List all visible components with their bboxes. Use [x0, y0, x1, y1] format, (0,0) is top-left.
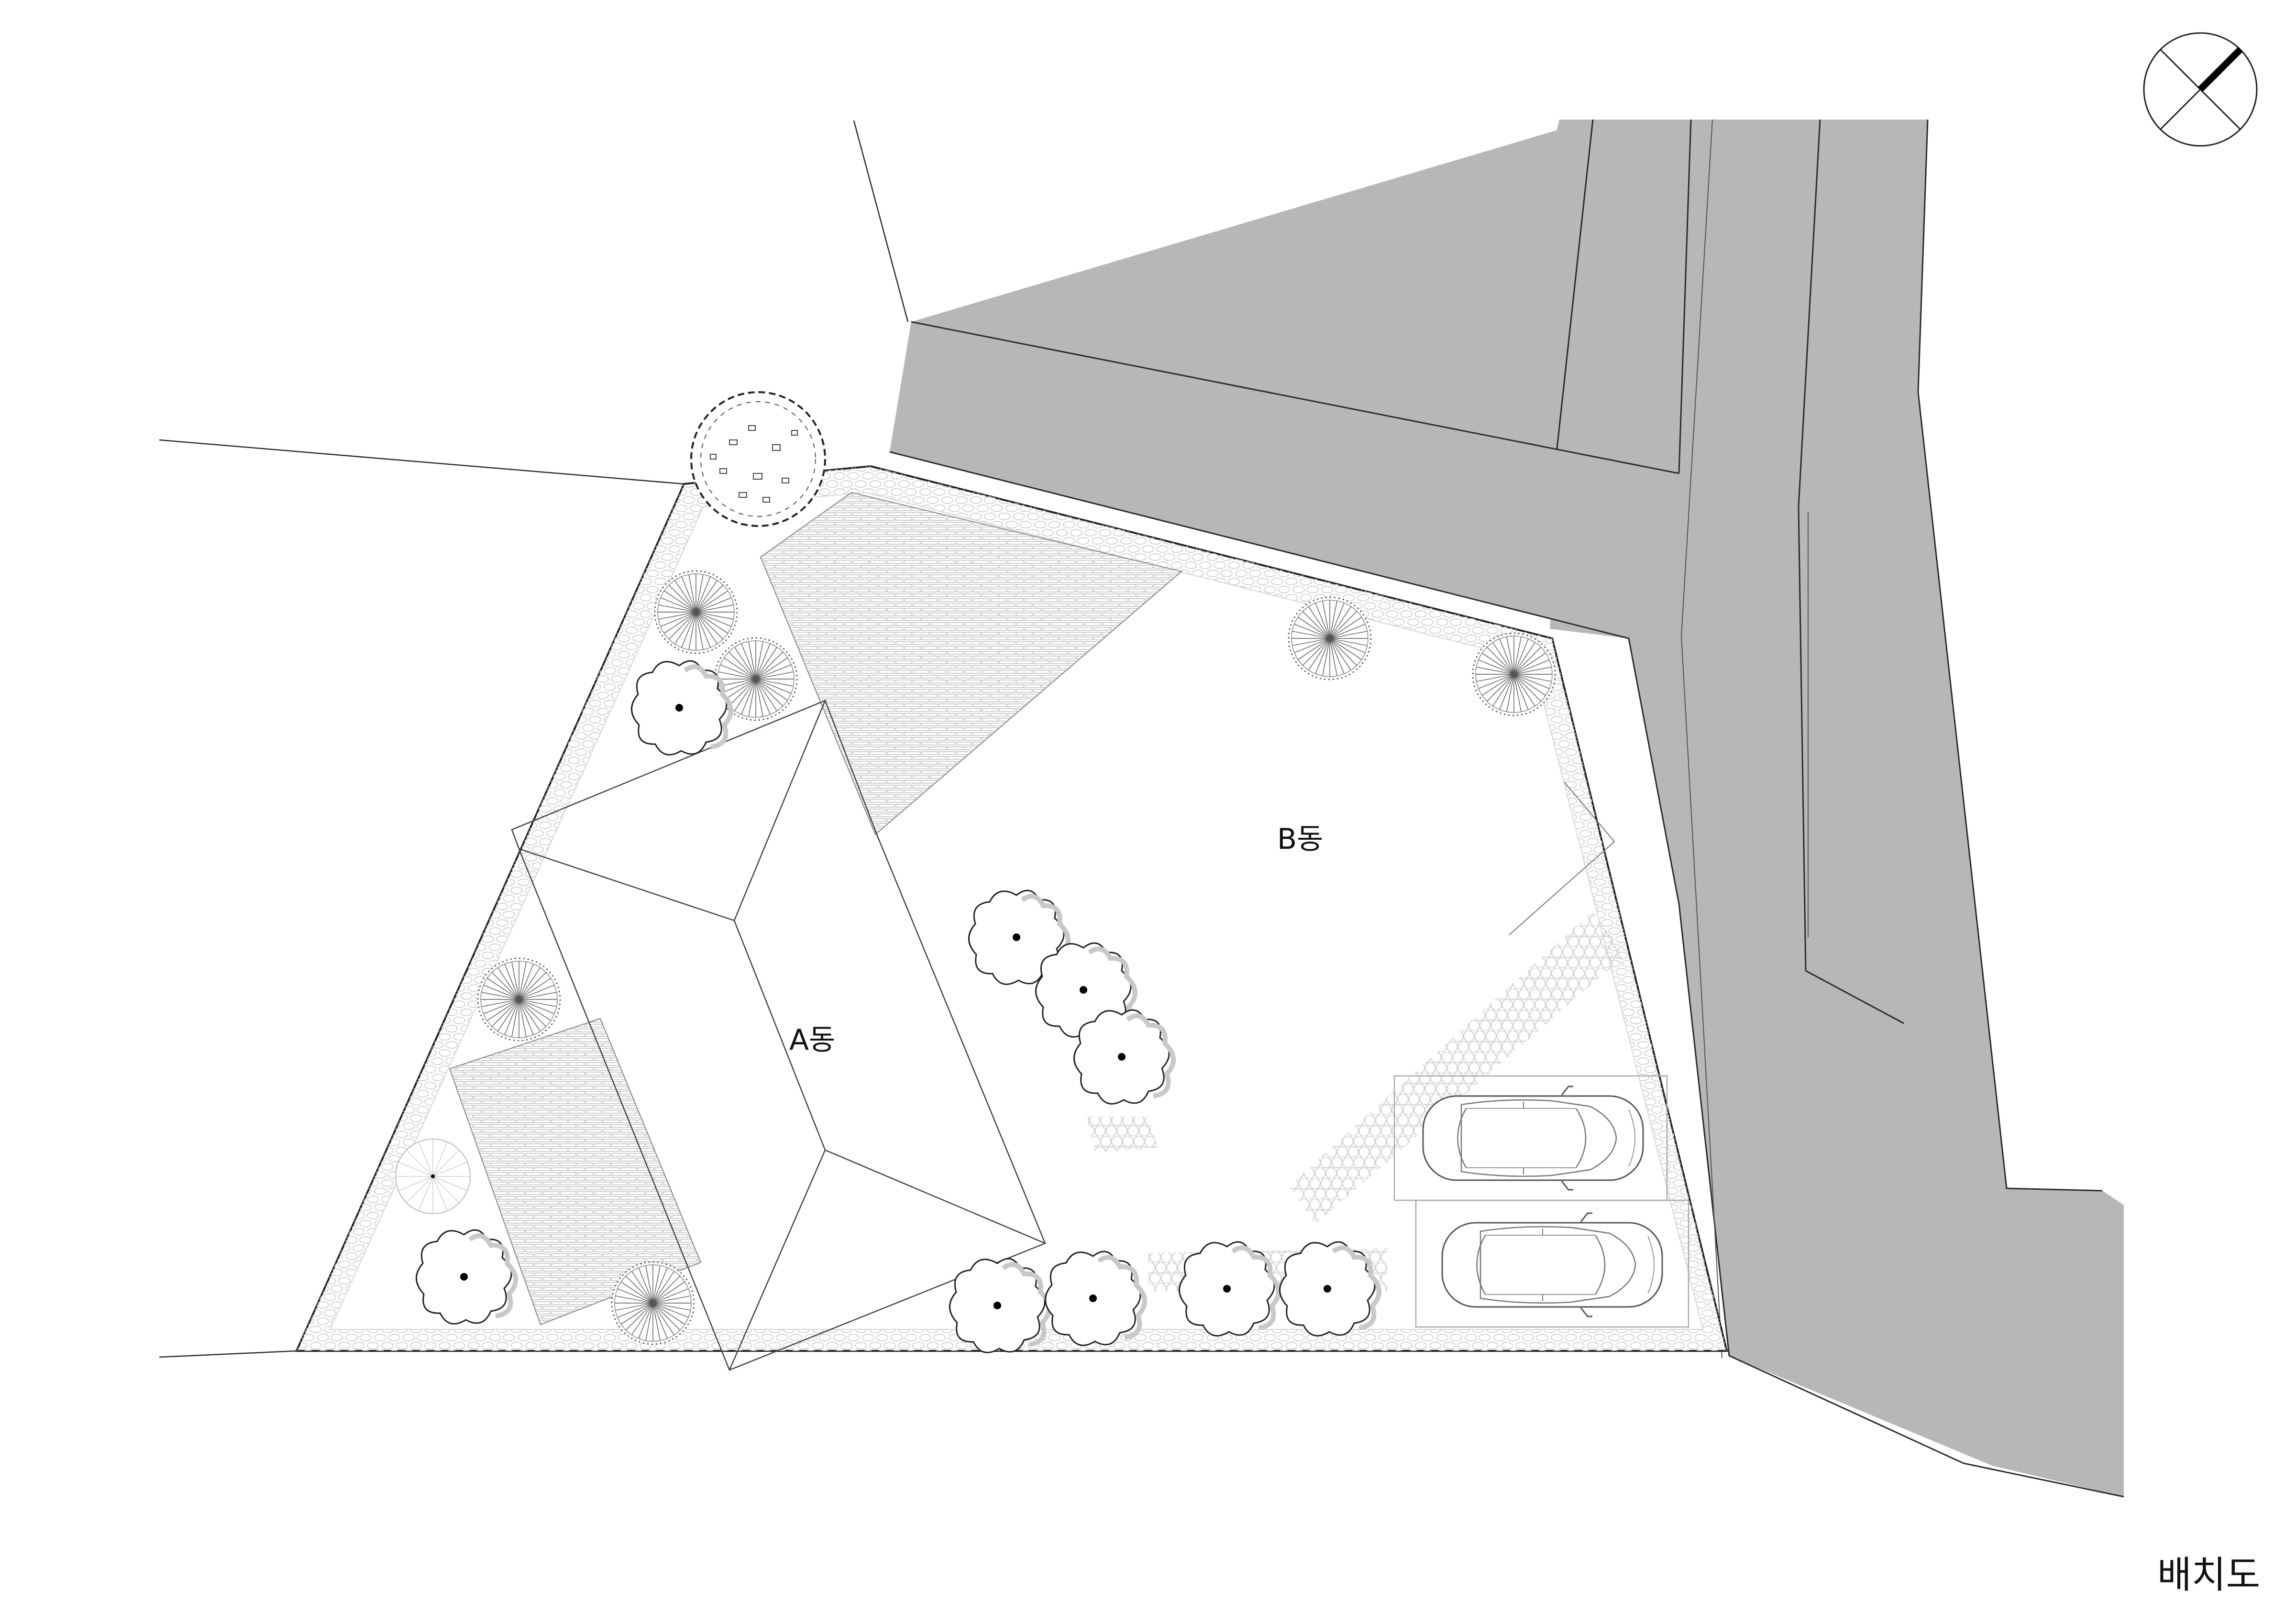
building-b [1509, 781, 1615, 935]
tree-icon [654, 570, 738, 654]
north-arrow-icon [2143, 32, 2258, 147]
car-icon [1422, 1086, 1644, 1191]
wood-deck-west [449, 1018, 702, 1326]
building-a-label: A동 [789, 1023, 835, 1057]
wood-deck-north [760, 492, 1183, 835]
road [889, 119, 2124, 1498]
tree-icon [611, 1261, 695, 1345]
drawing-title: 배치도 [2157, 1554, 2260, 1597]
tree-icon [395, 1139, 471, 1214]
shrub-icon [690, 391, 826, 527]
building-b-label: B동 [1277, 822, 1323, 856]
parking-area [1393, 1075, 1689, 1328]
tree-icon [1472, 632, 1556, 716]
building-a [511, 700, 1046, 1371]
tree-icon [1288, 596, 1372, 680]
car-icon [1441, 1212, 1663, 1317]
property-lines [159, 120, 909, 1358]
tree-icon [477, 957, 561, 1042]
